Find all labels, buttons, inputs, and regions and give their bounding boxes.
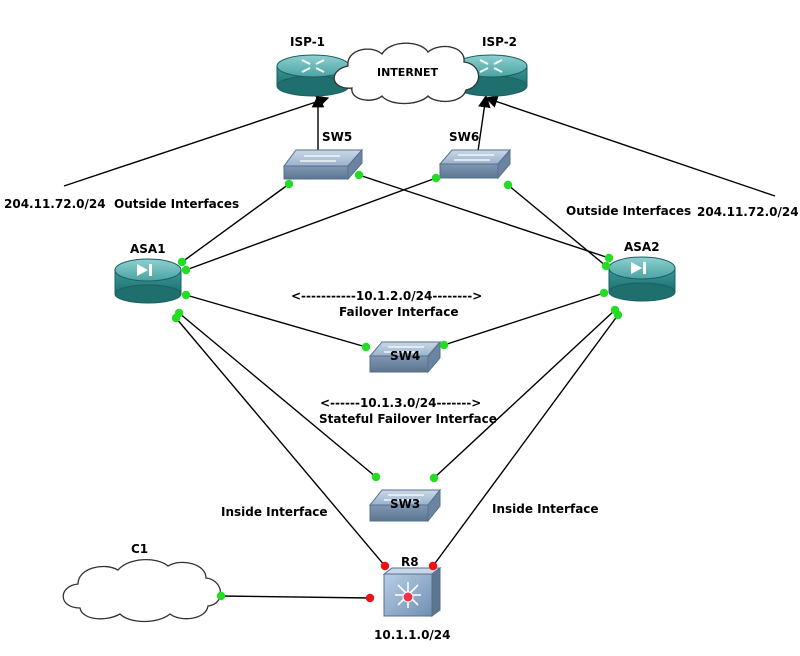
port-up [613, 310, 623, 320]
asa1-label: ASA1 [130, 242, 166, 256]
sw6-label: SW6 [449, 130, 479, 144]
port-up [599, 288, 609, 298]
port-down [428, 561, 438, 571]
stateful-interface-label: Stateful Failover Interface [319, 412, 497, 426]
port-up [503, 180, 513, 190]
internet-label: INTERNET [377, 66, 439, 79]
asa2-label: ASA2 [624, 240, 660, 254]
link-asa1-r8 [175, 317, 386, 567]
firewall-play-icon [631, 262, 646, 274]
links [63, 94, 776, 599]
port-up [354, 170, 364, 180]
failover-interface-label: Failover Interface [339, 305, 459, 319]
link-asa1-sw5 [181, 183, 290, 263]
link-asa1-sw4 [185, 294, 367, 348]
firewall-play-icon [137, 264, 152, 276]
lan-network-label: 10.1.1.0/24 [374, 628, 451, 642]
router-arrows-icon [479, 59, 503, 73]
link-asa2-r8 [432, 314, 619, 567]
port-up [181, 290, 191, 300]
device-labels: ISP-1 ISP-2 INTERNET SW5 SW6 ASA1 ASA2 S… [130, 35, 660, 569]
port-up [181, 265, 191, 275]
switch-sw3[interactable] [368, 488, 442, 523]
switch-sw4[interactable] [368, 340, 442, 374]
port-up [439, 340, 449, 350]
c1-cloud [62, 559, 222, 623]
link-asa1-sw6 [185, 177, 437, 271]
port-up [361, 342, 371, 352]
link-c1-r8 [220, 595, 371, 599]
l3-switch-r8[interactable] [382, 567, 442, 617]
port-up [604, 253, 614, 263]
switch-sw6[interactable] [438, 148, 512, 180]
port-dots [171, 170, 623, 603]
link-asa2-sw3 [433, 309, 616, 479]
c1-label: C1 [131, 542, 148, 556]
internet-cloud-front [333, 42, 480, 105]
port-up [429, 473, 439, 483]
isp2-label: ISP-2 [482, 35, 517, 49]
link-outside-left-arrow [63, 95, 330, 187]
outside-left-interfaces: Outside Interfaces [114, 197, 239, 211]
router-arrows-icon [301, 59, 325, 73]
failover-network: <-----------10.1.2.0/24--------> [291, 289, 482, 303]
network-labels: 204.11.72.0/24 Outside Interfaces Outsid… [4, 197, 799, 642]
sw5-label: SW5 [322, 130, 352, 144]
r8-label: R8 [401, 555, 419, 569]
isp1-label: ISP-1 [290, 35, 325, 49]
link-asa2-sw4 [443, 292, 605, 346]
outside-right-network: 204.11.72.0/24 [697, 205, 799, 219]
port-down [365, 593, 375, 603]
link-asa1-sw3 [178, 312, 377, 478]
port-up [601, 261, 611, 271]
port-up [371, 472, 381, 482]
inside-right-label: Inside Interface [492, 502, 599, 516]
firewall-asa1[interactable] [114, 258, 182, 304]
port-up [284, 179, 294, 189]
port-down [380, 561, 390, 571]
switch-sw5[interactable] [283, 148, 364, 181]
outside-left-network: 204.11.72.0/24 [4, 197, 106, 211]
stateful-network: <------10.1.3.0/24-------> [320, 396, 481, 410]
sw4-label: SW4 [390, 349, 420, 363]
port-up [216, 591, 226, 601]
inside-left-label: Inside Interface [221, 505, 328, 519]
link-asa2-sw5 [358, 174, 610, 259]
firewall-asa2[interactable] [608, 256, 676, 302]
port-up [171, 313, 181, 323]
port-up [177, 257, 187, 267]
outside-right-interfaces: Outside Interfaces [566, 204, 691, 218]
port-up [431, 173, 441, 183]
sw3-label: SW3 [390, 497, 420, 511]
link-asa2-sw6 [507, 184, 607, 267]
link-outside-right-arrow [484, 95, 776, 197]
link-sw6-isp2 [477, 94, 491, 152]
